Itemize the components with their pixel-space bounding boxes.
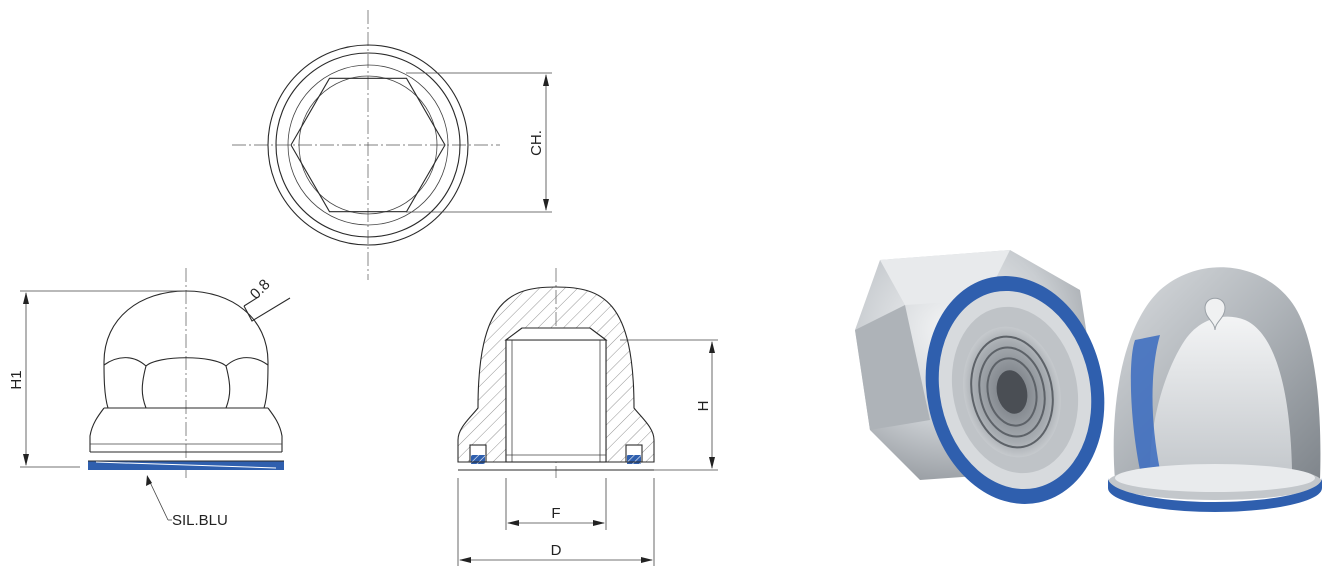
thread-diameter-label: F xyxy=(551,505,560,522)
total-height-label: H1 xyxy=(8,370,25,389)
cap-nut-rear xyxy=(1108,267,1322,512)
side-view: H1 0.8 SIL.BLU xyxy=(8,268,291,529)
product-photo xyxy=(855,250,1322,512)
thread-depth-label: H xyxy=(695,401,712,412)
seal-label: SIL.BLU xyxy=(172,512,228,529)
section-view: H F D xyxy=(457,268,718,566)
cap-nut-front xyxy=(855,250,1105,504)
top-view: CH. xyxy=(232,10,552,280)
roughness-label: 0.8 xyxy=(247,276,274,303)
outer-diameter-label: D xyxy=(551,542,562,559)
wrench-size-label: CH. xyxy=(528,130,545,156)
